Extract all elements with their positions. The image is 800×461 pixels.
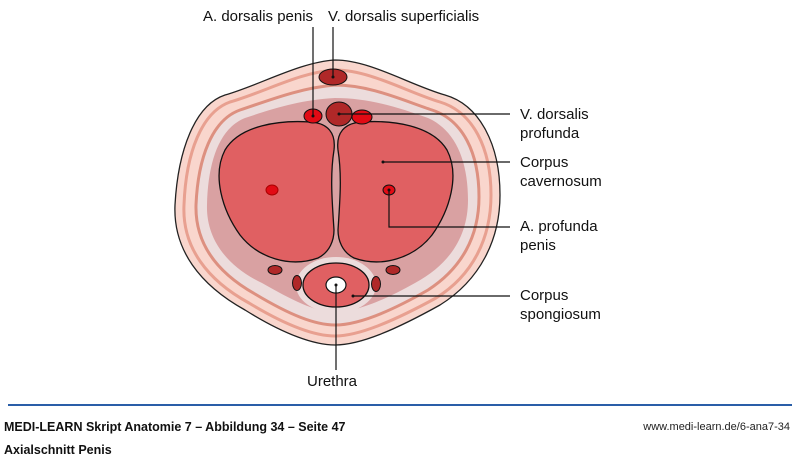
vein-small: [385, 265, 401, 275]
label-corpus-cavernosum: Corpus: [520, 154, 568, 171]
vein-small: [267, 265, 283, 275]
label-v-dorsalis-profunda: V. dorsalis: [520, 106, 589, 123]
label-corpus-spongiosum-2: spongiosum: [520, 306, 601, 323]
vein-small: [371, 276, 381, 292]
label-v-dorsalis-profunda-2: profunda: [520, 125, 580, 142]
fascia-stripe: [182, 68, 493, 338]
label-a-profunda-penis-2: penis: [520, 237, 556, 254]
leader-lines: [312, 27, 510, 370]
label-urethra: Urethra: [307, 373, 358, 390]
label-v-dorsalis-superficialis: V. dorsalis superficialis: [328, 8, 479, 25]
label-corpus-cavernosum-2: cavernosum: [520, 173, 602, 190]
a-profunda-left: [265, 184, 279, 196]
vein-small: [292, 275, 302, 291]
label-a-profunda-penis: A. profunda: [520, 218, 598, 235]
footer-title: Axialschnitt Penis: [4, 443, 112, 457]
footer-divider: [8, 404, 792, 406]
label-a-dorsalis-penis: A. dorsalis penis: [203, 8, 313, 25]
footer-url[interactable]: www.medi-learn.de/6-ana7-34: [643, 421, 790, 433]
footer-source: MEDI-LEARN Skript Anatomie 7 – Abbildung…: [4, 420, 346, 434]
a-dorsalis-right: [351, 109, 373, 125]
label-corpus-spongiosum: Corpus: [520, 287, 568, 304]
